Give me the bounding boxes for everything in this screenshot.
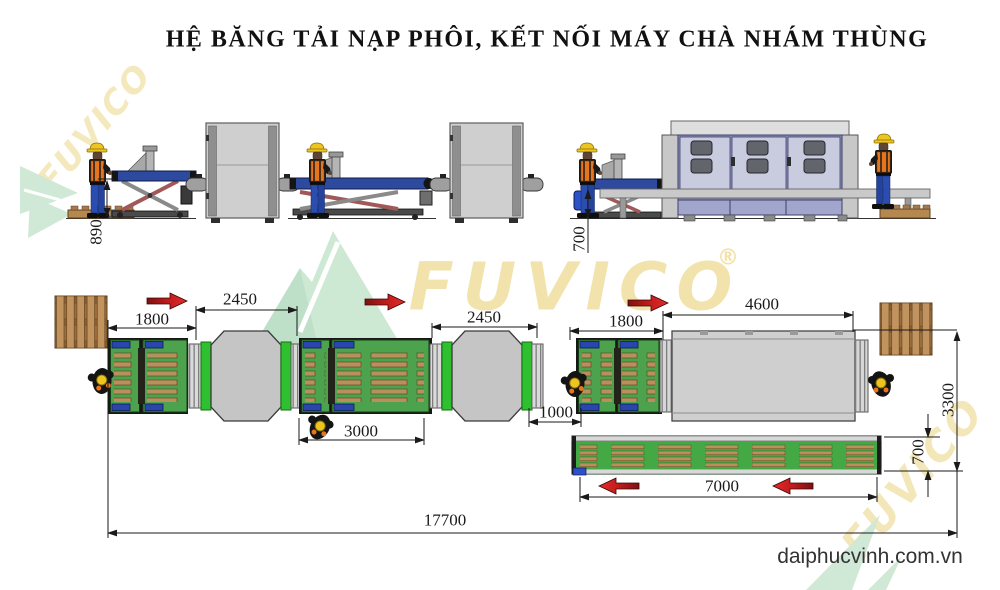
pallet-plan-outfeed	[879, 302, 933, 356]
sander-machine-plan	[659, 330, 869, 422]
dim-17700-label: 17700	[423, 510, 467, 530]
worker-top-figure	[303, 409, 337, 445]
flow-arrow-right	[146, 292, 188, 310]
belt-strip	[441, 341, 453, 411]
dim-2450b-label: 2450	[467, 307, 501, 327]
website-link: daiphucvinh.com.vn	[777, 545, 963, 568]
dim-1000-label: 1000	[539, 402, 573, 422]
dim-700-plan-label: 700	[908, 439, 928, 465]
conveyor-station-plan-2	[299, 338, 432, 414]
watermark-registered-mark: ®	[717, 245, 739, 271]
dim-2450a-label: 2450	[223, 289, 257, 309]
conveyor-station-plan-1	[108, 338, 188, 414]
belt-strip	[200, 341, 212, 411]
plan-view	[54, 292, 933, 495]
dim-3300-label: 3300	[938, 383, 958, 417]
belt-strip	[280, 341, 292, 411]
belt-strip	[521, 341, 533, 411]
dim-3000-label: 3000	[344, 421, 378, 441]
dim-4600-label: 4600	[745, 294, 779, 314]
conveyor-station-plan-3	[576, 338, 662, 414]
octagon-machine-plan-1	[210, 330, 282, 422]
flow-arrow-left	[598, 477, 640, 495]
flow-arrow-left	[772, 477, 814, 495]
dim-7000-label: 7000	[705, 476, 739, 496]
dim-1800b-label: 1800	[609, 311, 643, 331]
watermark-mountain	[253, 231, 402, 347]
watermark-chevron-arrows	[20, 166, 78, 238]
worker-top-figure	[867, 368, 895, 400]
pallet-plan-infeed	[54, 295, 108, 349]
return-conveyor-plan	[571, 435, 882, 476]
octagon-machine-plan-2	[451, 330, 523, 422]
machine-cabinet-1	[185, 122, 300, 224]
dimension-lines	[98, 178, 963, 538]
elevation-view	[66, 120, 936, 224]
sander-machine-side	[661, 120, 859, 222]
machine-cabinet-2	[429, 122, 544, 224]
scissor-lift-1	[104, 145, 197, 219]
dim-700-elev-label: 700	[569, 226, 589, 252]
dim-1800a-label: 1800	[135, 309, 169, 329]
flow-arrow-right	[627, 294, 669, 312]
dim-890-label: 890	[86, 219, 106, 245]
page-title: HỆ BĂNG TẢI NẠP PHÔI, KẾT NỐI MÁY CHÀ NH…	[165, 26, 929, 53]
